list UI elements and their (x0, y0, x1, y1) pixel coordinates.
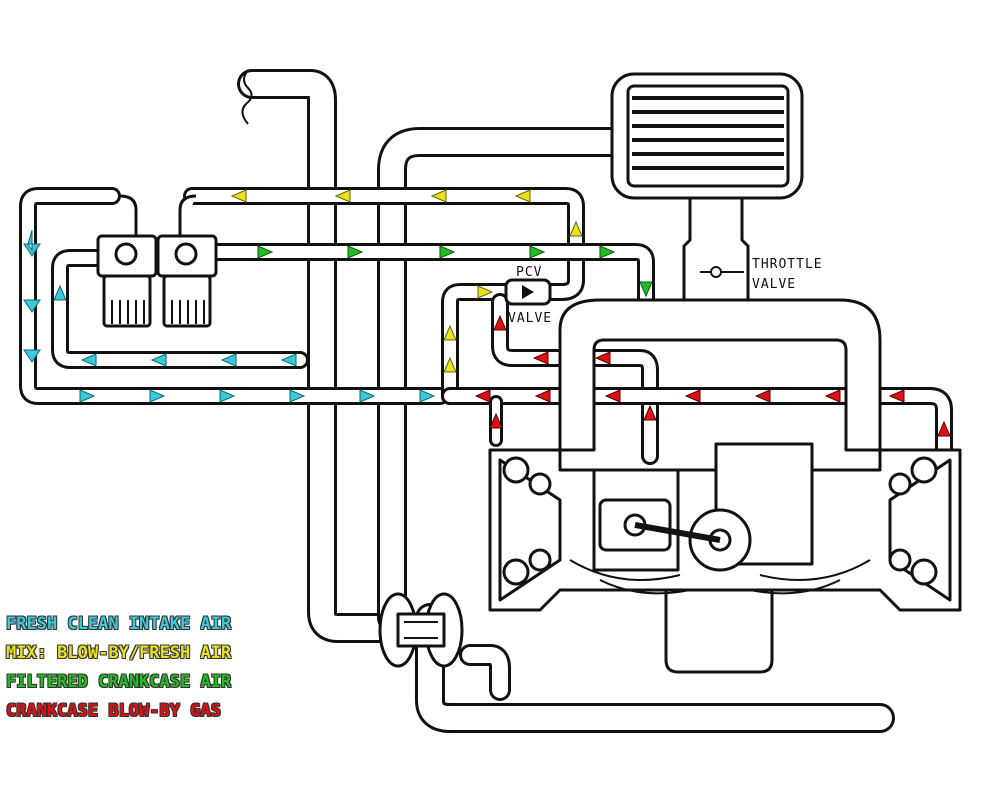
throttle-valve-label: VALVE (752, 277, 796, 292)
blowby-arrow (474, 389, 491, 403)
oil-pan (664, 588, 774, 674)
pcv-valve (504, 278, 552, 306)
filtered-arrow (599, 245, 616, 259)
throttle-label: THROTTLE (752, 257, 823, 272)
filtered-arrow (639, 281, 653, 298)
fresh-arrow (23, 299, 41, 313)
catch-can-right (156, 194, 218, 328)
pcv-label: PCV (516, 265, 542, 280)
blowby-arrow (594, 351, 611, 365)
fresh-arrow (359, 389, 376, 403)
blowby-arrow (493, 314, 507, 331)
air-cleaner (610, 72, 804, 302)
filtered-arrow (439, 245, 456, 259)
pipes (19, 69, 953, 733)
fresh-arrow (289, 389, 306, 403)
legend-mix: MIX: BLOW-BY/FRESH AIR (6, 643, 232, 663)
mix-arrow (334, 189, 351, 203)
fresh-arrow (219, 389, 236, 403)
blowby-arrow (643, 404, 657, 421)
mix-arrow (443, 356, 457, 373)
flow-arrows (23, 189, 951, 437)
mix-arrow (514, 189, 531, 203)
left-valvetrain (502, 456, 552, 586)
legend-filtered: FILTERED CRANKCASE AIR (6, 672, 232, 692)
pcv-valve-label: VALVE (508, 311, 552, 326)
filtered-arrow (347, 245, 364, 259)
blowby-arrow (824, 389, 841, 403)
blowby-arrow (532, 351, 549, 365)
engine-block (488, 442, 962, 674)
blowby-arrow (754, 389, 771, 403)
fresh-arrow (280, 353, 297, 367)
intake-manifold (558, 298, 882, 452)
fresh-arrow (80, 353, 97, 367)
fresh-arrow (150, 353, 167, 367)
legend-blowby: CRANKCASE BLOW-BY GAS (6, 701, 221, 721)
broken-pipe-end (241, 69, 253, 125)
fresh-arrow (220, 353, 237, 367)
catch-can-left (96, 194, 158, 328)
filtered-arrow (529, 245, 546, 259)
blowby-arrow (534, 389, 551, 403)
blowby-arrow (888, 389, 905, 403)
filtered-arrow (257, 245, 274, 259)
blowby-arrow (489, 412, 503, 429)
blowby-arrow (604, 389, 621, 403)
right-valvetrain (888, 456, 938, 586)
throttle-valve (700, 266, 744, 278)
mix-arrow (477, 285, 494, 299)
blowby-arrow (684, 389, 701, 403)
fresh-arrow (23, 349, 41, 363)
fresh-arrow (23, 229, 41, 257)
fresh-arrow (79, 389, 96, 403)
fresh-arrow (149, 389, 166, 403)
fresh-arrow (419, 389, 436, 403)
legend-fresh-air: FRESH CLEAN INTAKE AIR (6, 614, 232, 634)
mix-arrow (230, 189, 247, 203)
blowby-arrow (937, 420, 951, 437)
mix-arrow (569, 220, 583, 237)
mix-arrow (443, 324, 457, 341)
mix-arrow (430, 189, 447, 203)
fresh-arrow (53, 284, 67, 301)
turbo-compressor (378, 592, 464, 668)
